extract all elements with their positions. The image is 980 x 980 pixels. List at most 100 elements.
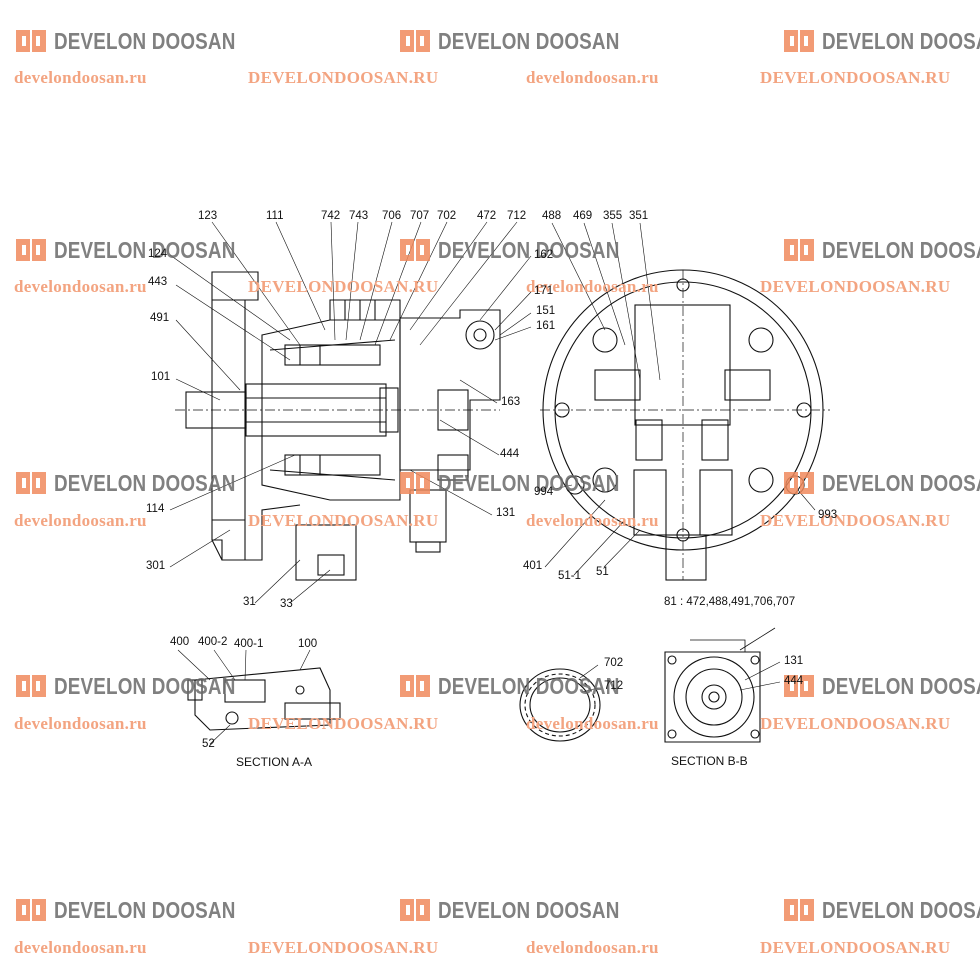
develon-doosan-logo-icon bbox=[16, 30, 46, 52]
develon-doosan-logo-icon bbox=[400, 899, 430, 921]
callout-label: 33 bbox=[280, 598, 293, 610]
watermark-url: develondoosan.ru bbox=[14, 511, 147, 530]
callout-label: 743 bbox=[349, 210, 369, 222]
callout-label: 443 bbox=[148, 276, 168, 288]
callout-label: 31 bbox=[243, 596, 256, 608]
watermark-url: DEVELONDOOSAN.RU bbox=[760, 938, 951, 957]
watermark-url: DEVELONDOOSAN.RU bbox=[760, 714, 951, 733]
develon-doosan-logo-icon bbox=[400, 30, 430, 52]
watermark-url: develondoosan.ru bbox=[14, 277, 147, 296]
parts-group-note: 81 : 472,488,491,706,707 bbox=[664, 596, 796, 608]
watermark-logo-text: DEVELON DOOSAN bbox=[54, 27, 236, 54]
watermark-url: develondoosan.ru bbox=[14, 714, 147, 733]
callout-label: 131 bbox=[784, 655, 804, 667]
watermark-logo: DEVELON DOOSAN bbox=[398, 895, 659, 925]
watermark-logo: DEVELON DOOSAN bbox=[398, 671, 659, 701]
callout-label: 52 bbox=[202, 738, 215, 750]
watermark-logo-text: DEVELON DOOSAN bbox=[822, 469, 980, 496]
callout-label: 351 bbox=[629, 210, 649, 222]
watermark-url: DEVELONDOOSAN.RU bbox=[248, 68, 439, 87]
circular-end-view bbox=[540, 269, 830, 581]
develon-doosan-logo-icon bbox=[400, 675, 430, 697]
callout-label: 712 bbox=[604, 680, 624, 692]
watermark-logo: DEVELON DOOSAN bbox=[398, 26, 659, 56]
watermark-logo-text: DEVELON DOOSAN bbox=[822, 896, 980, 923]
right-leader-lines bbox=[544, 222, 816, 576]
watermark-url: develondoosan.ru bbox=[526, 714, 659, 733]
watermark-logo: DEVELON DOOSAN bbox=[398, 468, 659, 498]
develon-doosan-logo-icon bbox=[16, 899, 46, 921]
watermark-logo-text: DEVELON DOOSAN bbox=[54, 896, 236, 923]
callout-label: 472 bbox=[477, 210, 497, 222]
callout-label: 162 bbox=[534, 249, 554, 261]
watermark-logo: DEVELON DOOSAN bbox=[782, 895, 980, 925]
watermark-url: DEVELONDOOSAN.RU bbox=[248, 714, 439, 733]
callout-label: 707 bbox=[410, 210, 430, 222]
watermark-logo-text: DEVELON DOOSAN bbox=[54, 469, 236, 496]
watermark-logo: DEVELON DOOSAN bbox=[14, 26, 275, 56]
callout-label: 401 bbox=[523, 560, 543, 572]
watermark-url: DEVELONDOOSAN.RU bbox=[760, 68, 951, 87]
callout-label: 488 bbox=[542, 210, 562, 222]
callout-label: 100 bbox=[298, 638, 318, 650]
callout-label: 702 bbox=[437, 210, 457, 222]
watermark-logo-text: DEVELON DOOSAN bbox=[822, 27, 980, 54]
watermark-url: DEVELONDOOSAN.RU bbox=[760, 277, 951, 296]
callout-label: 123 bbox=[198, 210, 218, 222]
develon-doosan-logo-icon bbox=[784, 30, 814, 52]
callout-label: 131 bbox=[496, 507, 516, 519]
watermark-logo-text: DEVELON DOOSAN bbox=[438, 672, 620, 699]
watermark-url: develondoosan.ru bbox=[526, 68, 659, 87]
callout-label: 151 bbox=[536, 305, 556, 317]
callout-label: 702 bbox=[604, 657, 624, 669]
callout-label: 400-1 bbox=[234, 638, 264, 650]
callout-label: 301 bbox=[146, 560, 166, 572]
develon-doosan-logo-icon bbox=[784, 899, 814, 921]
bearing-ring-drawing bbox=[519, 664, 601, 742]
develon-doosan-logo-icon bbox=[784, 675, 814, 697]
callout-label: 491 bbox=[150, 312, 170, 324]
watermark-logo: DEVELON DOOSAN bbox=[14, 671, 275, 701]
callout-label: 712 bbox=[507, 210, 527, 222]
watermark-logo-text: DEVELON DOOSAN bbox=[822, 672, 980, 699]
callout-label: 355 bbox=[603, 210, 623, 222]
callout-label: 114 bbox=[146, 503, 165, 515]
callout-label: 171 bbox=[534, 285, 554, 297]
main-section-view bbox=[175, 271, 501, 581]
watermark-logo-text: DEVELON DOOSAN bbox=[54, 236, 236, 263]
watermark-logo-text: DEVELON DOOSAN bbox=[438, 896, 620, 923]
watermark-url: DEVELONDOOSAN.RU bbox=[760, 511, 951, 530]
callout-label: 161 bbox=[536, 320, 556, 332]
develon-doosan-logo-icon bbox=[784, 239, 814, 261]
watermark-logo: DEVELON DOOSAN bbox=[14, 235, 275, 265]
callout-label: 163 bbox=[501, 396, 521, 408]
callout-label: 51 bbox=[596, 566, 609, 578]
watermark-url: develondoosan.ru bbox=[14, 938, 147, 957]
section-a-a-drawing bbox=[177, 649, 341, 745]
develon-doosan-logo-icon bbox=[784, 472, 814, 494]
watermark-logo: DEVELON DOOSAN bbox=[782, 468, 980, 498]
watermark-url: develondoosan.ru bbox=[14, 68, 147, 87]
callout-label: 101 bbox=[151, 371, 171, 383]
watermark-url: develondoosan.ru bbox=[526, 277, 659, 296]
watermark-url: DEVELONDOOSAN.RU bbox=[248, 938, 439, 957]
callout-label: 444 bbox=[500, 448, 520, 460]
watermark-logo-text: DEVELON DOOSAN bbox=[822, 236, 980, 263]
watermark-logo-text: DEVELON DOOSAN bbox=[438, 469, 620, 496]
callout-label: 124 bbox=[148, 248, 168, 260]
callout-label: 400 bbox=[170, 636, 190, 648]
watermark-logo: DEVELON DOOSAN bbox=[14, 895, 275, 925]
develon-doosan-logo-icon bbox=[400, 239, 430, 261]
callout-label: 742 bbox=[321, 210, 341, 222]
callout-label: 111 bbox=[266, 210, 284, 222]
watermark-logo-text: DEVELON DOOSAN bbox=[54, 672, 236, 699]
develon-doosan-logo-icon bbox=[16, 472, 46, 494]
callout-label: 469 bbox=[573, 210, 593, 222]
watermark-logo-text: DEVELON DOOSAN bbox=[438, 236, 620, 263]
watermark-logo: DEVELON DOOSAN bbox=[782, 26, 980, 56]
callout-label: 444 bbox=[784, 675, 804, 687]
callout-label: 706 bbox=[382, 210, 402, 222]
section-a-a-caption: SECTION A-A bbox=[236, 755, 313, 769]
watermark-logo: DEVELON DOOSAN bbox=[782, 235, 980, 265]
